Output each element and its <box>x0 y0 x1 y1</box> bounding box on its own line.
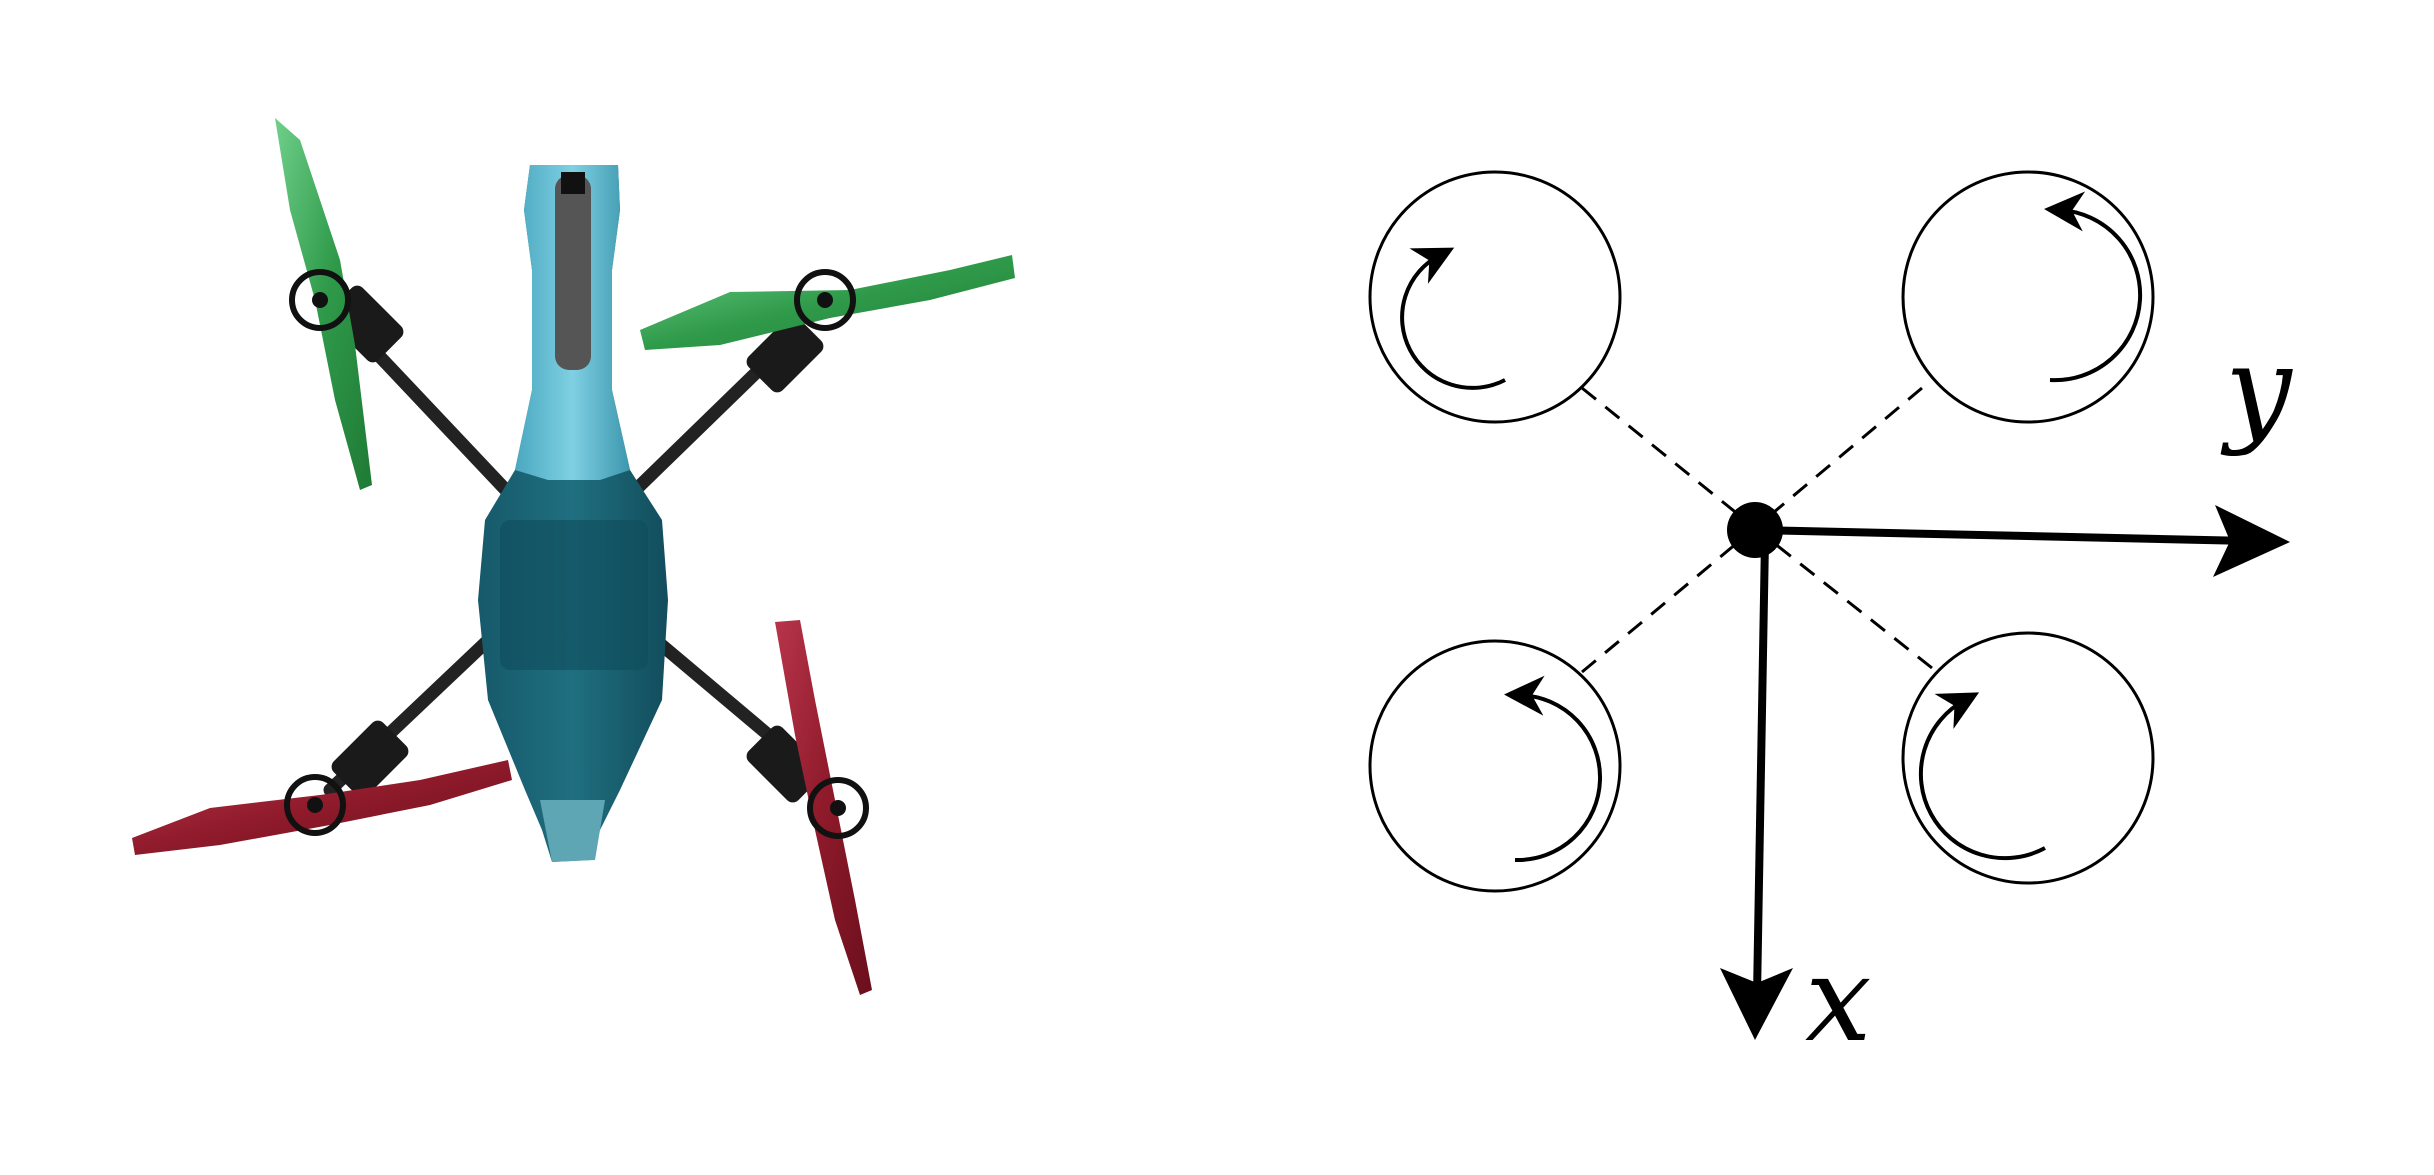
rotor-rear-left <box>1368 639 1622 893</box>
quadrotor-schematic <box>1368 170 2290 1040</box>
rotation-arrow-icon <box>1504 675 1603 863</box>
front-right-propeller <box>640 255 1015 350</box>
y-axis-arrow <box>1754 505 2290 577</box>
dashed-arms <box>1581 386 1933 674</box>
rotor-front-right <box>1901 170 2155 424</box>
front-left-propeller <box>275 118 372 490</box>
x-axis-label: x <box>1805 930 1872 1068</box>
rotor-rear-right <box>1901 631 2155 885</box>
rear-right-propeller <box>775 620 872 995</box>
drone-fuselage <box>478 165 668 862</box>
x-axis-arrow <box>1720 539 1793 1040</box>
rotation-arrow-icon <box>1918 692 2046 861</box>
rotation-arrow-icon <box>2044 191 2143 383</box>
rotation-arrow-icon <box>1400 247 1506 390</box>
center-of-mass <box>1727 502 1783 558</box>
rotor-front-left <box>1368 170 1622 424</box>
y-axis-label: y <box>2220 320 2293 458</box>
drone-render <box>132 118 1015 995</box>
rear-left-propeller <box>132 760 512 855</box>
